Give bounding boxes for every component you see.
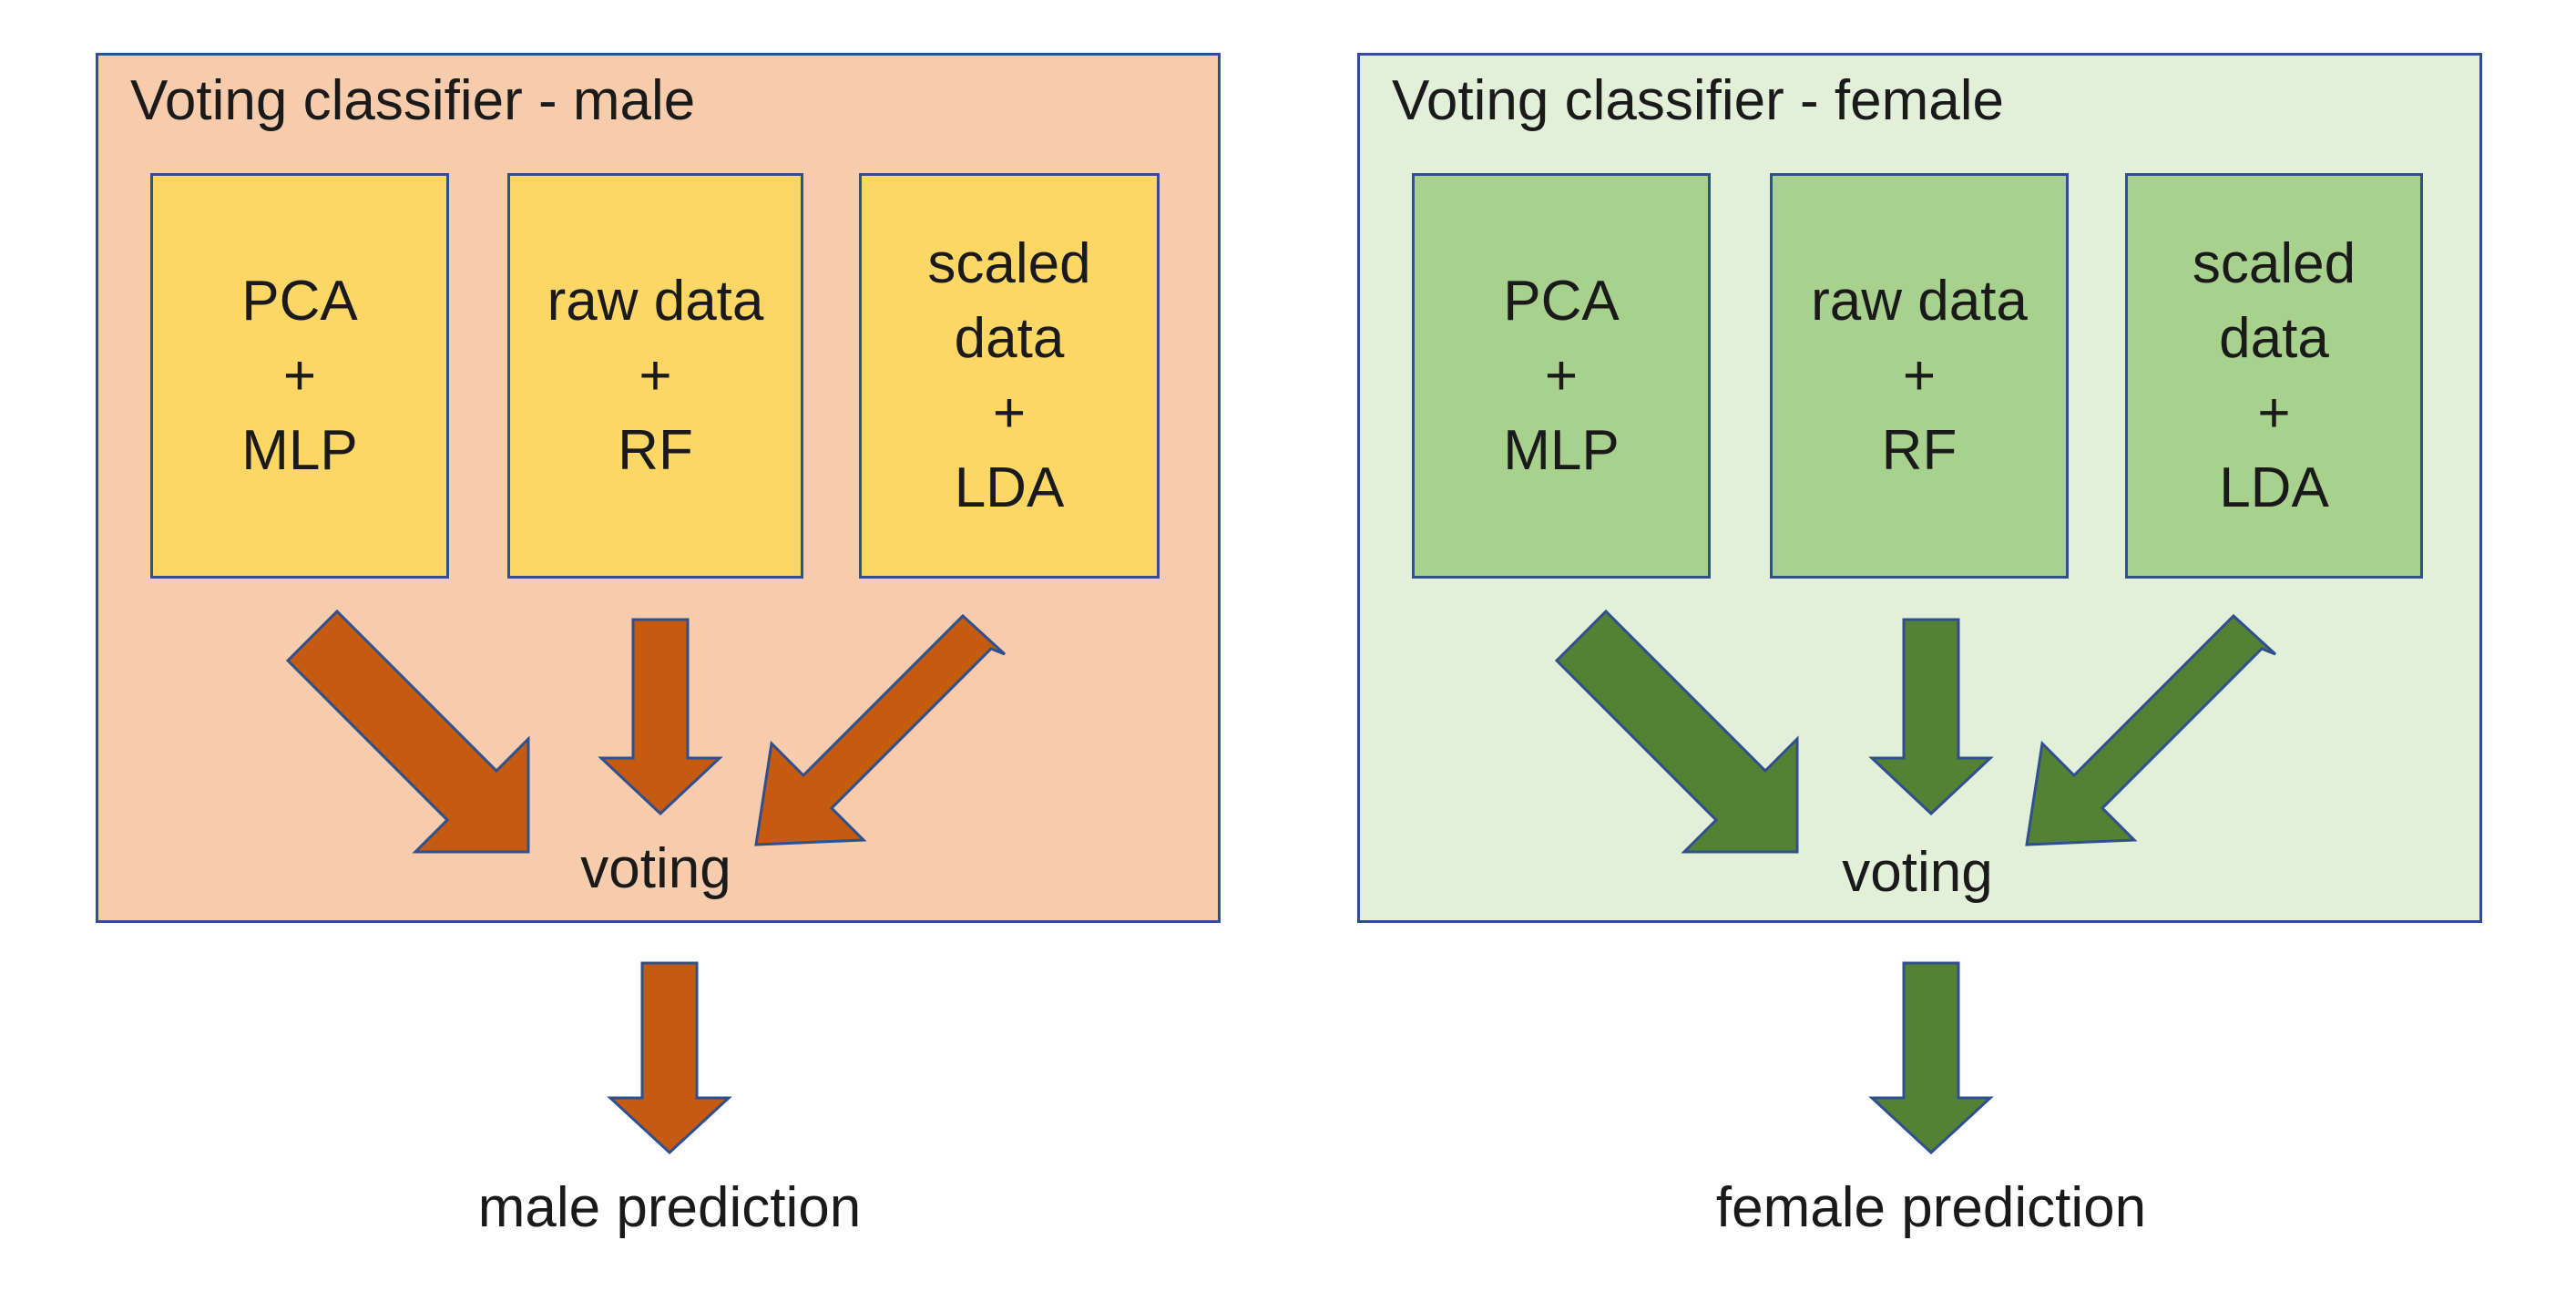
- model-line: +: [2257, 381, 2291, 445]
- model-line: +: [1544, 343, 1579, 407]
- model-line: scaled: [927, 231, 1091, 295]
- female-voting-label: voting: [1842, 841, 1993, 904]
- model-line: RF: [618, 418, 693, 482]
- model-line: PCA: [241, 269, 358, 333]
- female-model-scaled-lda: scaled data + LDA: [2125, 173, 2423, 579]
- model-line: MLP: [1503, 418, 1620, 482]
- model-line: raw data: [1811, 269, 2028, 333]
- model-line: scaled: [2192, 231, 2356, 295]
- model-line: LDA: [954, 456, 1065, 519]
- male-prediction-label: male prediction: [477, 1176, 862, 1239]
- female-arrow-from-scaled-lda: [2025, 613, 2277, 846]
- male-arrow-to-prediction: [607, 961, 732, 1155]
- model-line: data: [2219, 306, 2329, 370]
- male-model-raw-rf: raw data + RF: [507, 173, 803, 579]
- male-arrow-from-pca-mlp: [285, 609, 530, 854]
- male-model-scaled-lda: scaled data + LDA: [859, 173, 1160, 579]
- model-line: RF: [1881, 418, 1958, 482]
- female-model-pca-mlp: PCA + MLP: [1412, 173, 1711, 579]
- male-voting-label: voting: [580, 837, 731, 900]
- female-arrow-from-raw-rf: [1868, 618, 1994, 816]
- model-line: +: [282, 343, 317, 407]
- male-arrow-from-scaled-lda: [754, 613, 1007, 846]
- model-line: PCA: [1503, 269, 1620, 333]
- model-line: +: [639, 343, 672, 407]
- male-panel-title: Voting classifier - male: [130, 69, 696, 132]
- male-model-pca-mlp: PCA + MLP: [150, 173, 449, 579]
- female-arrow-to-prediction: [1868, 961, 1994, 1155]
- model-line: data: [954, 306, 1065, 370]
- female-prediction-label: female prediction: [1715, 1176, 2147, 1239]
- model-line: +: [1902, 343, 1937, 407]
- female-arrow-from-pca-mlp: [1554, 609, 1799, 854]
- model-line: raw data: [547, 269, 764, 333]
- model-line: LDA: [2219, 456, 2329, 519]
- male-arrow-from-raw-rf: [598, 618, 723, 816]
- model-line: MLP: [241, 418, 358, 482]
- female-panel-title: Voting classifier - female: [1392, 69, 2004, 132]
- model-line: +: [992, 381, 1027, 445]
- female-model-raw-rf: raw data + RF: [1770, 173, 2069, 579]
